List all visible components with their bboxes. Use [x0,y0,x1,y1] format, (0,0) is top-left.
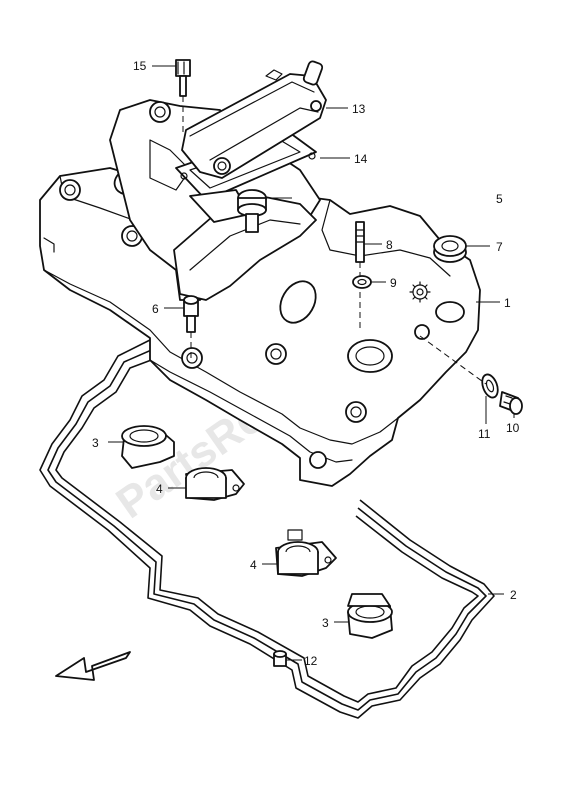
callout-13: 13 [352,102,366,116]
callout-4-lower: 4 [250,558,257,572]
callout-1: 1 [504,296,511,310]
seal-washer-7 [433,235,467,263]
callout-3-lower: 3 [322,616,329,630]
callout-8: 8 [386,238,393,252]
callout-5: 5 [496,192,503,206]
callout-7: 7 [496,240,503,254]
callout-10: 10 [506,421,520,435]
plug-seal-3-lower [347,593,393,639]
plug-10 [499,391,523,415]
callout-12: 12 [304,654,318,668]
callout-6: 6 [152,302,159,316]
bolt-6 [183,295,199,360]
callout-3-upper: 3 [92,436,99,450]
bolt-15 [175,59,191,132]
callout-11: 11 [478,427,491,441]
plug-seal-4-lower [275,529,337,577]
callout-14: 14 [354,152,368,166]
ignition-cover-gasket [175,129,317,223]
plug-seal-4-upper [185,467,245,501]
cylinder-head-cover-gasket [39,339,495,719]
callout-2: 2 [510,588,517,602]
bolt-5 [237,189,267,233]
gear-icon [409,281,431,303]
callout-9: 9 [390,276,397,290]
washer-9 [352,275,372,289]
plug-axis [419,335,487,385]
washer-11 [481,373,499,399]
callout-15: 15 [133,59,147,73]
dowel-pin-12 [273,650,287,667]
leader-lines [108,65,515,661]
plug-seal-3-upper [121,425,175,469]
front-direction-arrow-icon [55,651,131,681]
ignition-cover [181,60,327,179]
bolt-8 [355,221,365,330]
callout-4-upper: 4 [156,482,163,496]
